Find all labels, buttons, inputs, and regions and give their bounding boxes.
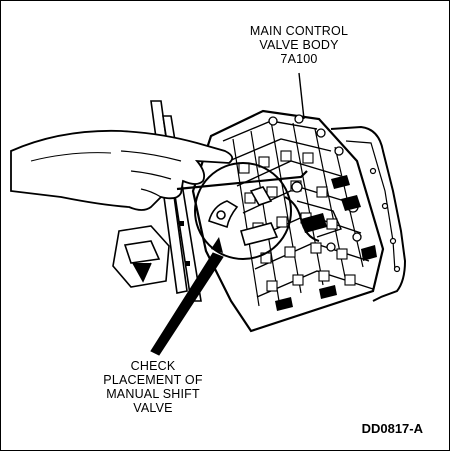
label-line: PLACEMENT OF xyxy=(103,373,203,387)
leader-line-main xyxy=(298,72,305,120)
label-line: VALVE xyxy=(133,401,173,415)
inspection-circle xyxy=(194,162,292,260)
label-line: MAIN CONTROL xyxy=(249,24,349,38)
label-line: CHECK xyxy=(130,359,176,373)
manual-shift-valve xyxy=(208,186,342,246)
valve-body xyxy=(191,109,385,333)
leader-arrow-check xyxy=(150,252,224,356)
figure-id: DD0817-A xyxy=(361,421,423,436)
check-placement-label: CHECK PLACEMENT OF MANUAL SHIFT VALVE xyxy=(83,359,223,415)
label-line: MANUAL SHIFT xyxy=(106,387,200,401)
pick-tool xyxy=(176,170,308,191)
lower-bracket xyxy=(112,225,170,288)
main-control-valve-body-label: MAIN CONTROL VALVE BODY 7A100 xyxy=(239,24,359,66)
label-line: VALVE BODY xyxy=(259,38,339,52)
transmission-case xyxy=(330,125,407,302)
label-line: 7A100 xyxy=(280,52,318,66)
hand-illustration xyxy=(10,129,234,211)
